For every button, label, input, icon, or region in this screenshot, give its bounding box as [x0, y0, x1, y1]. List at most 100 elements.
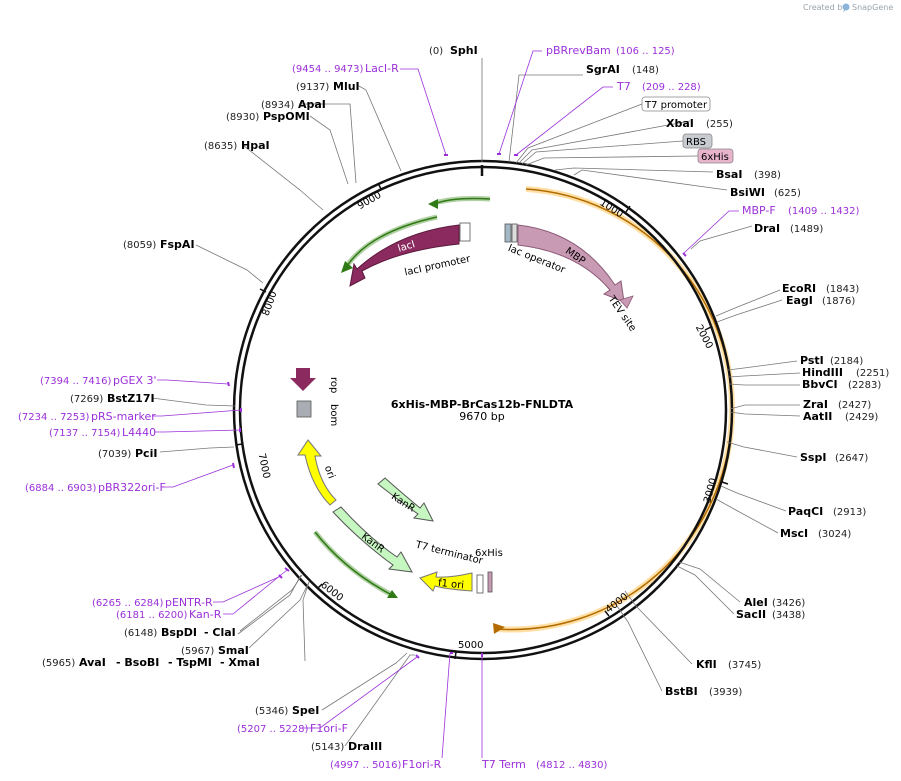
AatII-name[interactable]: AatII — [803, 410, 832, 423]
MBP-F-name[interactable]: MBP-F — [742, 204, 776, 217]
ZraI-name[interactable]: ZraI — [803, 398, 828, 411]
pRS-marker-pos: (7234 .. 7253) — [18, 412, 90, 423]
T7-primer-name[interactable]: T7 — [616, 80, 631, 93]
F1ori-F-name[interactable]: F1ori-F — [310, 722, 348, 735]
BbvCI-name[interactable]: BbvCI — [802, 378, 838, 391]
FspAI-name[interactable]: FspAI — [160, 238, 195, 251]
HpaI-pos: (8635) — [204, 141, 237, 152]
SgrAI-pos: (148) — [632, 65, 659, 76]
XmaI-name[interactable]: - XmaI — [220, 656, 260, 669]
BstBI-name[interactable]: BstBI — [665, 685, 698, 698]
pENTR-R-name[interactable]: pENTR-R — [165, 596, 213, 609]
PstI-name[interactable]: PstI — [800, 354, 824, 367]
SmaI-pos: (5967) — [181, 646, 214, 657]
RBS-box[interactable] — [682, 133, 713, 149]
T7-promoter-label: T7 promoter — [644, 100, 708, 111]
orf-arrowhead — [493, 623, 505, 634]
ZraI-pos: (2427) — [838, 400, 871, 411]
BbvCI-pos: (2283) — [848, 380, 881, 391]
plasmid-name: 6xHis-MBP-BrCas12b-FNLDTA — [391, 398, 574, 411]
BspDI-pos: (6148) — [124, 628, 157, 639]
tick-7000: 7000 — [256, 452, 272, 479]
f1-ori-label: f1 ori — [437, 578, 464, 592]
lacI-gene[interactable] — [349, 224, 460, 287]
EagI-pos: (1876) — [822, 296, 855, 307]
pBR322ori-F-pos: (6884 .. 6903) — [25, 483, 97, 494]
pBR322ori-F-name[interactable]: pBR322ori-F — [98, 481, 166, 494]
SacII-name[interactable]: SacII — [736, 608, 766, 621]
pGEX3-pos: (7394 .. 7416) — [40, 376, 112, 387]
tick-1000: 1000 — [597, 197, 624, 220]
AvaI-name[interactable]: AvaI — [79, 656, 106, 669]
backbone-outer — [232, 159, 734, 661]
T7-Term-name[interactable]: T7 Term — [481, 758, 526, 771]
pRS-marker-name[interactable]: pRS-marker — [91, 410, 156, 423]
lower-green-arrow[interactable] — [314, 531, 391, 595]
BsaI-name[interactable]: BsaI — [716, 168, 742, 181]
SpeI-pos: (5346) — [255, 706, 288, 717]
HpaI-name[interactable]: HpaI — [241, 139, 270, 152]
EcoRI-name[interactable]: EcoRI — [782, 282, 816, 295]
f1-ori-feature[interactable] — [419, 571, 473, 592]
SpeI-name[interactable]: SpeI — [292, 704, 319, 717]
primer-leaders — [152, 50, 739, 759]
SgrAI-name[interactable]: SgrAI — [586, 63, 620, 76]
t7-box — [511, 223, 518, 243]
KanR-upper[interactable] — [377, 477, 434, 522]
rop-arrow[interactable] — [290, 368, 316, 391]
watermark-text: Created by — [803, 3, 847, 12]
ApaI-name[interactable]: ApaI — [298, 98, 326, 111]
DraIII-name[interactable]: DraIII — [348, 740, 382, 753]
AleI-name[interactable]: AleI — [744, 596, 768, 609]
KanR-lower-label: KanR — [359, 531, 386, 555]
snapgene-logo-icon — [842, 3, 850, 11]
lacI-lower-arrow[interactable] — [346, 216, 438, 267]
tick-marks — [235, 182, 729, 660]
PciI-name[interactable]: PciI — [135, 447, 157, 460]
LacI-R-name[interactable]: LacI-R — [365, 62, 399, 75]
rop-label: rop — [328, 377, 339, 393]
lower-green-arrowhead — [387, 590, 398, 598]
MscI-name[interactable]: MscI — [780, 527, 808, 540]
EagI-name[interactable]: EagI — [786, 294, 813, 307]
SphI-name[interactable]: SphI — [450, 44, 478, 57]
F1ori-F-pos: (5207 .. 5228) — [237, 724, 309, 735]
SspI-name[interactable]: SspI — [800, 451, 826, 464]
DraI-name[interactable]: DraI — [754, 222, 780, 235]
BsiWI-pos: (625) — [774, 188, 801, 199]
L4440-name[interactable]: L4440 — [122, 426, 156, 439]
TspMI-name[interactable]: - TspMI — [168, 656, 212, 669]
BspDI-name[interactable]: BspDI — [161, 626, 197, 639]
brand-text: SnapGene — [852, 3, 893, 12]
XbaI-pos: (255) — [706, 119, 733, 130]
6xHis-inner-label: 6xHis — [475, 548, 503, 559]
ori-feature[interactable] — [297, 439, 337, 506]
F1ori-R-name[interactable]: F1ori-R — [402, 758, 442, 771]
PspOMI-name[interactable]: PspOMI — [263, 110, 310, 123]
pGEX3-name[interactable]: pGEX 3' — [113, 374, 157, 387]
T7-promoter-box[interactable] — [641, 96, 711, 112]
KflI-name[interactable]: KflI — [696, 658, 717, 671]
BsiWI-name[interactable]: BsiWI — [730, 186, 765, 199]
BsoBI-name[interactable]: - BsoBI — [116, 656, 159, 669]
pBRrevBam-name[interactable]: pBRrevBam — [546, 44, 611, 57]
MluI-name[interactable]: MluI — [333, 80, 360, 93]
lacI-lower-arrowhead — [341, 261, 353, 273]
KanR-lower[interactable] — [332, 506, 413, 573]
6xHis-box[interactable] — [697, 148, 734, 164]
lacI-promoter-box — [459, 222, 471, 242]
SmaI-name[interactable]: SmaI — [218, 644, 249, 657]
PspOMI-pos: (8930) — [226, 112, 259, 123]
lacI-upper-arrow[interactable] — [436, 197, 491, 204]
Kan-R-name[interactable]: Kan-R — [189, 608, 222, 621]
PciI-pos: (7039) — [98, 449, 131, 460]
BstZ17I-name[interactable]: BstZ17I — [107, 392, 155, 405]
XbaI-name[interactable]: XbaI — [666, 117, 694, 130]
6xHis-inner-box — [487, 571, 493, 593]
HindIII-name[interactable]: HindIII — [802, 366, 843, 379]
PaqCI-name[interactable]: PaqCI — [788, 505, 823, 518]
F1ori-R-pos: (4997 .. 5016) — [330, 760, 402, 771]
PaqCI-pos: (2913) — [833, 507, 866, 518]
ClaI-name[interactable]: - ClaI — [204, 626, 236, 639]
bom-label: bom — [328, 404, 339, 426]
